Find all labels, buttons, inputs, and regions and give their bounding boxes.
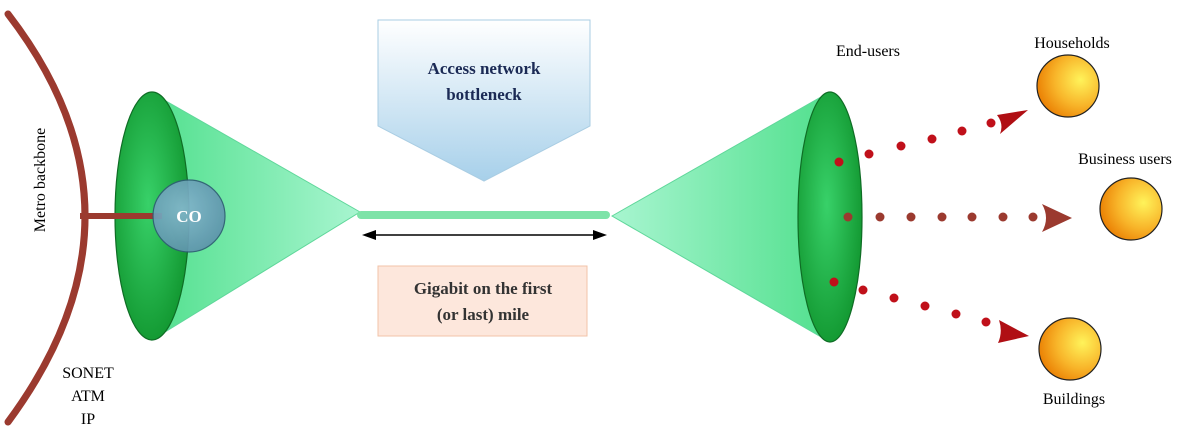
bottleneck-line2: bottleneck [446,85,522,104]
metro-backbone-label: Metro backbone [32,128,49,232]
households-flow [834,110,1028,167]
bottleneck-callout-shape [377,19,591,182]
households-circle [1036,54,1100,118]
households-node: Households [1034,35,1110,118]
end-users-label: End-users [836,43,900,60]
households-label: Households [1034,35,1110,52]
buildings-arrowhead [998,320,1029,343]
business-label: Business users [1078,151,1172,168]
gigabit-line1: Gigabit on the first [414,279,553,298]
bottleneck-line1: Access network [428,59,541,78]
business-node: Business users [1078,151,1172,241]
business-arrowhead [1042,204,1072,232]
bottleneck-callout: Access network bottleneck [377,19,591,182]
co-circle [152,179,226,253]
households-arrowhead [997,110,1028,134]
protocol-sonet: SONET [62,365,114,382]
business-circle [1099,177,1163,241]
business-flow [843,204,1072,232]
buildings-label: Buildings [1043,391,1105,408]
gigabit-box-bg [377,265,588,337]
buildings-node: Buildings [1038,317,1105,408]
buildings-circle [1038,317,1102,381]
central-office: CO [152,179,226,253]
co-label: CO [176,207,202,226]
gigabit-box: Gigabit on the first (or last) mile [377,265,588,337]
right-cone-base [797,91,863,343]
protocol-list: SONET ATM IP [62,365,114,428]
right-cone [610,92,829,342]
gigabit-line2: (or last) mile [437,305,530,324]
buildings-flow [829,277,1029,343]
protocol-atm: ATM [71,388,105,405]
distance-arrow [362,230,607,240]
protocol-ip: IP [81,411,95,428]
